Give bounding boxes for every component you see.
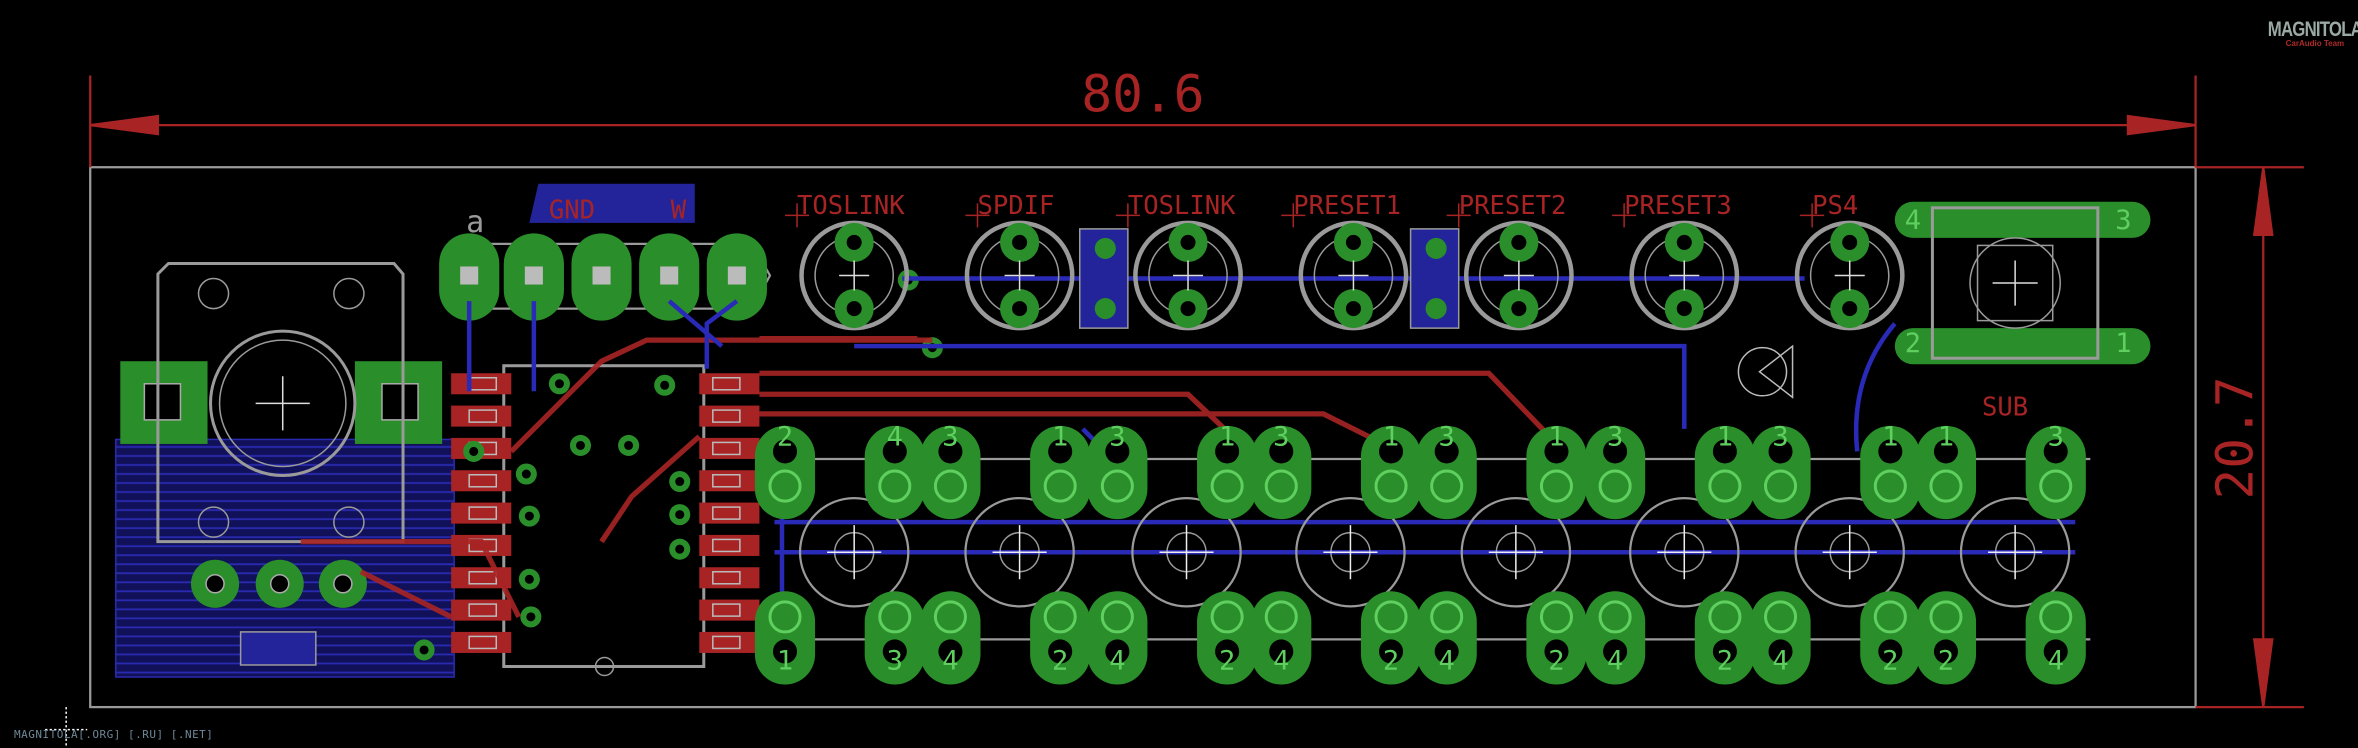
switch-pad-number: 2 [1882,646,1898,677]
switch-pad-number: 1 [1219,421,1235,452]
ic-pad [451,631,512,653]
switch-pad-number: 3 [2048,421,2064,452]
push-button-switch[interactable]: 3 4 1 2 [1087,421,1262,685]
led-indicator: TOSLINK [1115,191,1243,331]
switch-pad-number: 3 [887,646,903,677]
logo-sub: CarAudio Team [2285,39,2345,48]
led-label: TOSLINK [1128,191,1236,221]
rotary-encoder [120,261,443,544]
top-traces [300,336,1566,620]
ic-pad [451,470,512,492]
footer-text: MAGNITOLA[.ORG] [.RU] [.NET] [14,728,214,741]
switch-pad-number: 3 [1607,421,1623,452]
led-label: TOSLINK [797,191,905,221]
led-indicator: PRESET3 [1612,191,1740,331]
switch-pad-number: 3 [1109,421,1125,452]
switch-pad-number: 2 [777,421,793,452]
push-button-switch[interactable]: 3 4 1 2 [1585,421,1760,685]
switch-pad-number: 3 [1439,421,1455,452]
switch-pad-number: 4 [2048,646,2064,677]
switch-pad-number: 3 [1772,421,1788,452]
switch-pad-number: 2 [1219,646,1235,677]
ic-pad [451,405,512,427]
switch-pad-number: 2 [1938,646,1954,677]
switch-pad-number: 1 [777,646,793,677]
switch-pad-number: 4 [1273,646,1289,677]
ic-pad [451,502,512,524]
switch-pad-number: 1 [1882,421,1898,452]
w-label: W [671,195,687,225]
push-button-switch[interactable]: 2 1 4 3 [754,421,930,685]
push-button-switch[interactable]: 3 4 1 2 [1750,421,1925,685]
ic-pad [451,373,512,395]
encoder-pins [190,559,367,608]
ic-pad [699,534,760,556]
ic-pad [699,502,760,524]
gnd-label-copper [529,183,695,223]
switch-pad-number: 1 [1548,421,1564,452]
switch-pad-number: 1 [1938,421,1954,452]
led-label: PRESET1 [1293,191,1401,221]
tact-pad-number: 3 [2115,205,2131,236]
switch-pad-number: 1 [1052,421,1068,452]
width-dimension-value: 80.6 [1081,66,1204,125]
switch-pad-number: 2 [1717,646,1733,677]
transistor [1737,344,1794,399]
switch-pad-number: 3 [1273,421,1289,452]
switch-pad-number: 4 [1607,646,1623,677]
magnitola-logo: MAGNITOLA CarAudio Team [2256,18,2358,48]
gnd-label: GND [549,195,595,225]
ic-pad [699,567,760,589]
switch-pad-number: 1 [1717,421,1733,452]
switch-pad-number: 4 [1772,646,1788,677]
switch-pad-number: 4 [887,421,903,452]
push-button-switch[interactable]: 3 4 1 2 [1416,421,1592,685]
tact-pad-number: 4 [1905,205,1921,236]
led-indicator: TOSLINK [784,191,910,331]
ic-pad [699,470,760,492]
smd-capacitors [1078,228,1460,329]
sub-label: SUB [1982,392,2028,422]
origin-crosshair [45,707,88,748]
switch-pad-number: 2 [1548,646,1564,677]
led-indicator: SPDIF [964,191,1075,331]
ic-pad [699,631,760,653]
board-outline [89,166,2197,709]
led-label: PRESET3 [1624,191,1732,221]
switch-pad-number: 2 [1383,646,1399,677]
led-label: PRESET2 [1459,191,1567,221]
switch-pad-number: 4 [1109,646,1125,677]
tact-switch [1894,201,2151,365]
ic-pad [699,373,760,395]
switch-pad-number: 4 [1439,646,1455,677]
width-dimension [89,75,2197,168]
led-indicator: PRESET1 [1281,191,1409,331]
height-dimension-value: 20.7 [2207,376,2266,499]
ic-pads [413,269,943,661]
switch-pad-number: 3 [942,421,958,452]
push-button-switch[interactable]: 1 2 3 4 [1915,421,2091,685]
pin-header [439,233,767,321]
switch-pad-number: 4 [942,646,958,677]
tact-pad-number: 1 [2115,328,2131,359]
push-button-switch[interactable]: 3 4 1 2 [1251,421,1426,685]
ic-pad [699,405,760,427]
tact-pad-number: 2 [1905,328,1921,359]
led-indicator: PRESET2 [1446,191,1574,331]
switch-pad-number: 1 [1383,421,1399,452]
logo-main: MAGNITOLA [2267,18,2358,41]
led-indicator: PS4 [1794,191,1905,331]
push-button-switch[interactable]: 3 4 1 2 [920,421,1095,685]
pin1-marker: a [466,205,484,240]
ic-pad [699,599,760,621]
ic-pad [451,599,512,621]
led-label: SPDIF [977,191,1054,221]
switch-pad-number: 2 [1052,646,1068,677]
smd-capacitor [239,631,317,666]
led-label: PS4 [1812,191,1858,221]
ic-pad [699,437,760,459]
height-dimension [2195,166,2304,709]
